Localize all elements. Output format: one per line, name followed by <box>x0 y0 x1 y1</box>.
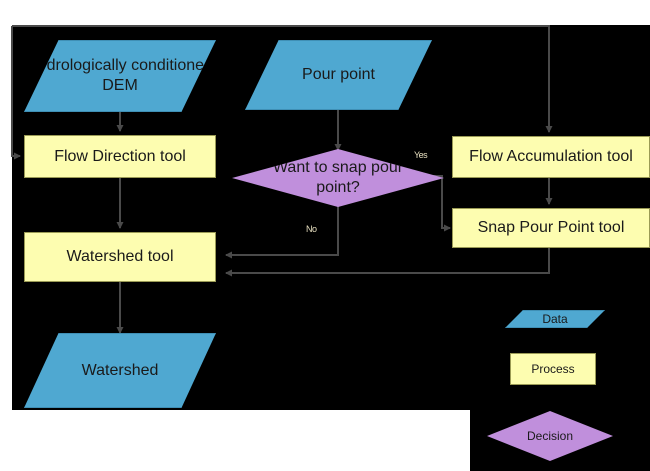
edge-label-yes: Yes <box>414 150 428 160</box>
node-pour-point[interactable]: Pour point <box>245 40 432 110</box>
node-snap-pour-point-tool[interactable]: Snap Pour Point tool <box>452 208 650 248</box>
node-label: Flow Direction tool <box>54 147 186 165</box>
legend-item-process: Process <box>510 353 596 385</box>
node-label: Pour point <box>302 66 375 84</box>
legend-label: Process <box>531 361 575 376</box>
node-label: Hydrologically conditioned DEM <box>27 57 213 94</box>
node-hydrologically-conditioned-dem[interactable]: Hydrologically conditioned DEM <box>24 40 216 112</box>
node-label: Watershed <box>81 361 159 379</box>
node-label: Flow Accumulation tool <box>469 148 633 166</box>
node-watershed-tool[interactable]: Watershed tool <box>24 232 216 282</box>
edge-label-no: No <box>306 224 317 234</box>
node-flow-direction-tool[interactable]: Flow Direction tool <box>24 135 216 178</box>
node-label: Want to snap pour point? <box>272 159 404 196</box>
node-label: Watershed tool <box>66 248 174 266</box>
legend-label: Decision <box>526 428 574 443</box>
node-label: Snap Pour Point tool <box>477 219 625 237</box>
node-watershed[interactable]: Watershed <box>24 333 216 408</box>
legend-label: Data <box>542 311 568 326</box>
node-flow-accumulation-tool[interactable]: Flow Accumulation tool <box>452 136 650 178</box>
